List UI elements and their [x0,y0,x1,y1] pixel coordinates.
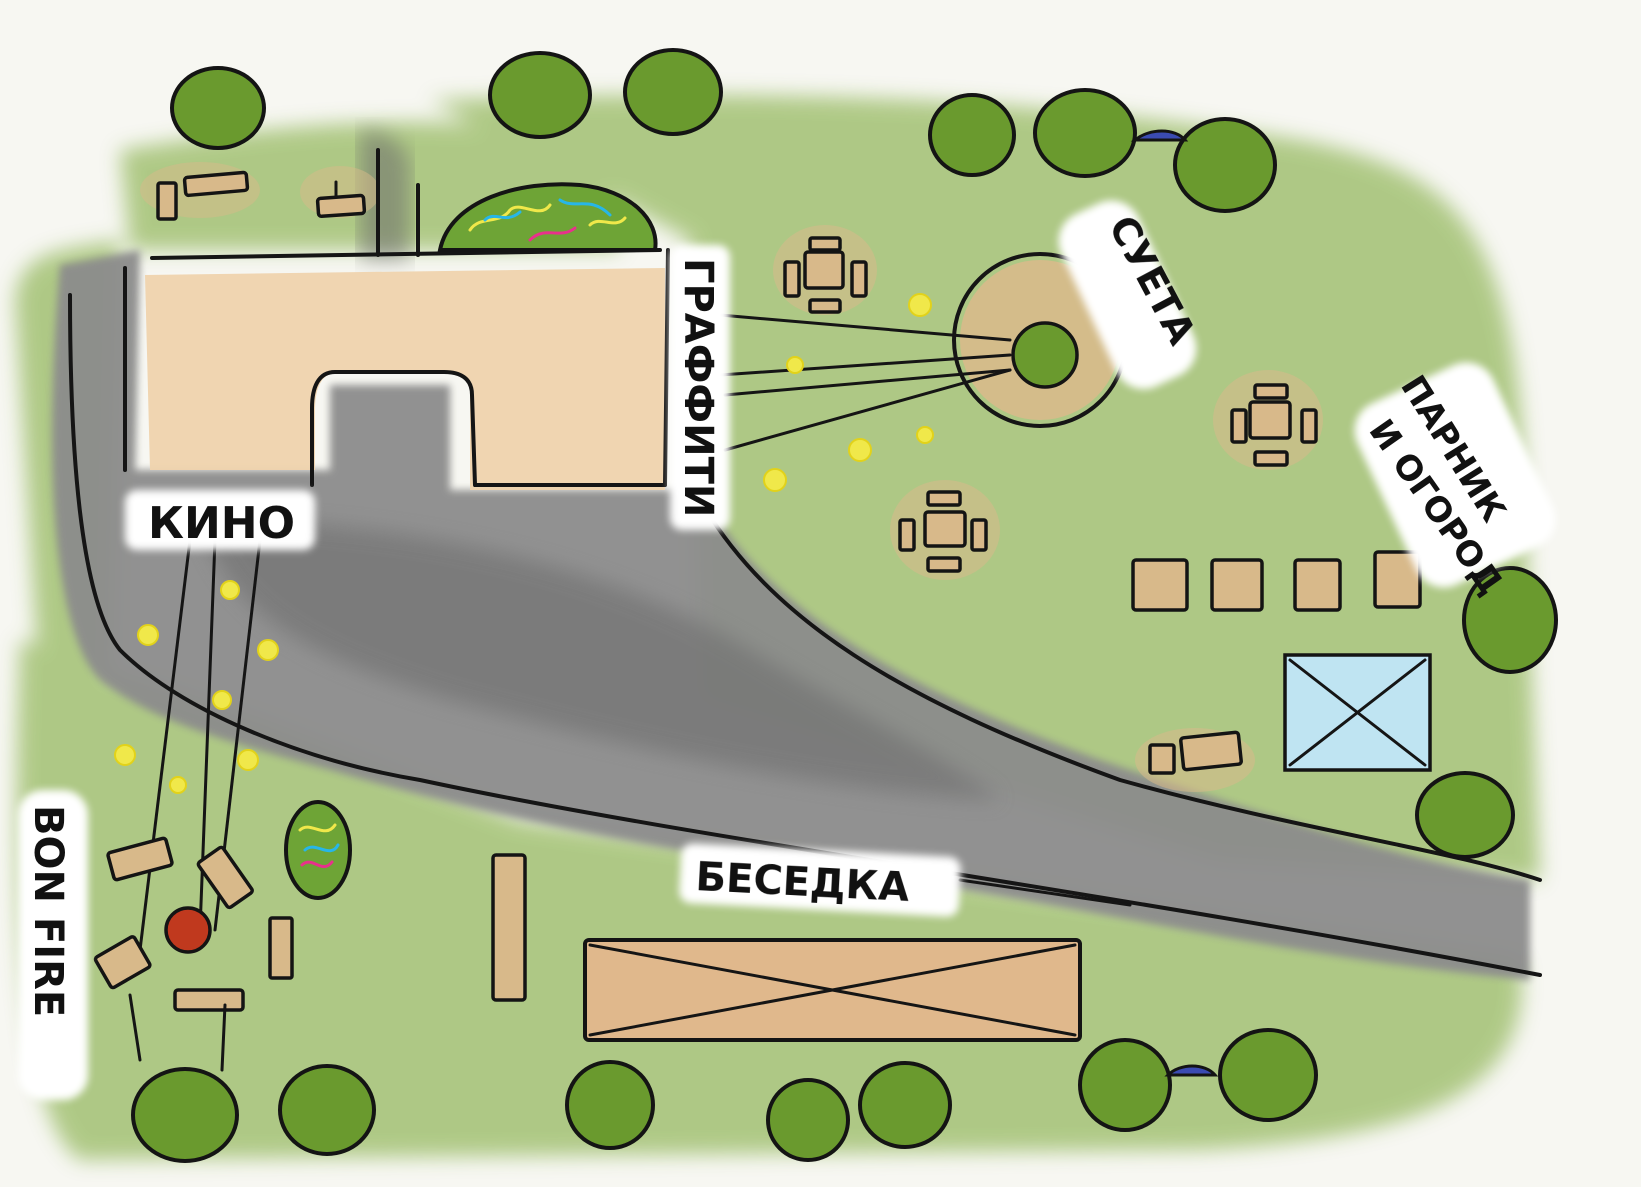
cinema-building [145,268,665,490]
label-gazebo: БЕСЕДКА [694,854,910,911]
hammock-top [1130,129,1189,142]
road [52,250,1530,980]
label-cinema: КИНО [148,498,295,549]
trees [131,48,1558,1163]
label-bonfire: BON FIRE [25,805,71,1017]
flower-bed-top [437,182,658,252]
label-graffiti: ГРАФФИТИ [675,258,721,517]
hammock-bottom [1164,1064,1219,1077]
graffiti-strings [718,313,1012,452]
flower-bed-small [284,800,352,900]
road-dark-patch [200,520,1000,800]
flower-scribbles-top [468,198,627,242]
string-lights [114,293,934,794]
graffiti-center-tree [1011,321,1079,389]
label-backgrounds [18,200,1556,1100]
road-dark-patch-2 [360,130,410,260]
bonfire-pit [164,906,212,954]
benches [93,162,1422,1012]
